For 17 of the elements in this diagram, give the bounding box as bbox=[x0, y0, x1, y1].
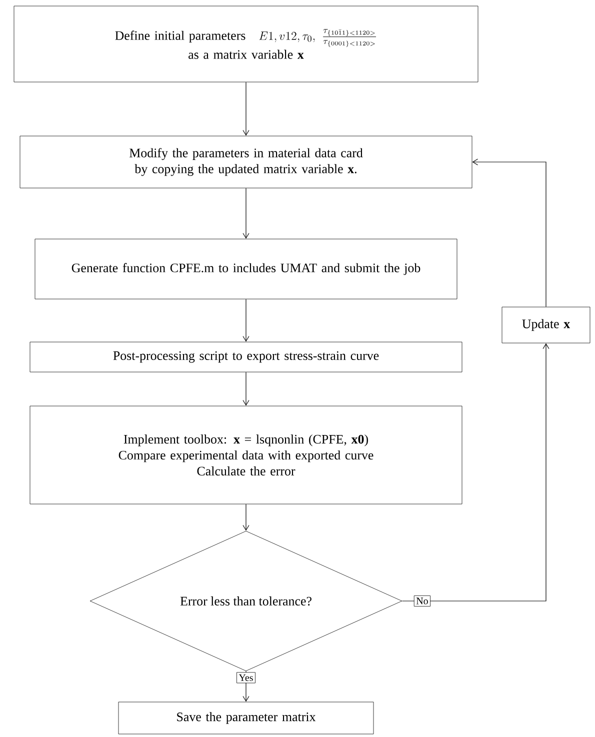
arrow bbox=[242, 504, 250, 531]
process-box: Define initial parameters $E1, v12, \tau_0,\ \frac{\tau_{\{10\bar{1}1\}<1120>}}{\tau_{\{0001\}<1120>}}$ as a matrix variable x bbox=[14, 6, 478, 82]
process-box: Update x bbox=[502, 306, 590, 344]
arrow bbox=[402, 343, 550, 602]
process-box: Save the parameter matrix bbox=[118, 702, 374, 734]
arrow bbox=[242, 188, 250, 239]
arrow bbox=[242, 82, 250, 136]
process-box: Implement toolbox: x = lsqnonlin (CPFE, x0) Compare experimental data with exported curve Calculate the error bbox=[30, 406, 462, 504]
process-box: Modify the parameters in material data card by copying the updated matrix variable x. bbox=[20, 136, 472, 188]
process-box: Post-processing script to export stress-strain curve bbox=[30, 342, 462, 372]
arrow bbox=[242, 298, 250, 342]
arrow bbox=[242, 372, 250, 406]
edge-label: Yes bbox=[236, 672, 256, 684]
process-box: Generate function CPFE.m to includes UMAT and submit the job bbox=[34, 238, 458, 300]
arrow bbox=[472, 158, 546, 308]
edge-label: No bbox=[414, 596, 430, 606]
arrow bbox=[242, 670, 250, 702]
